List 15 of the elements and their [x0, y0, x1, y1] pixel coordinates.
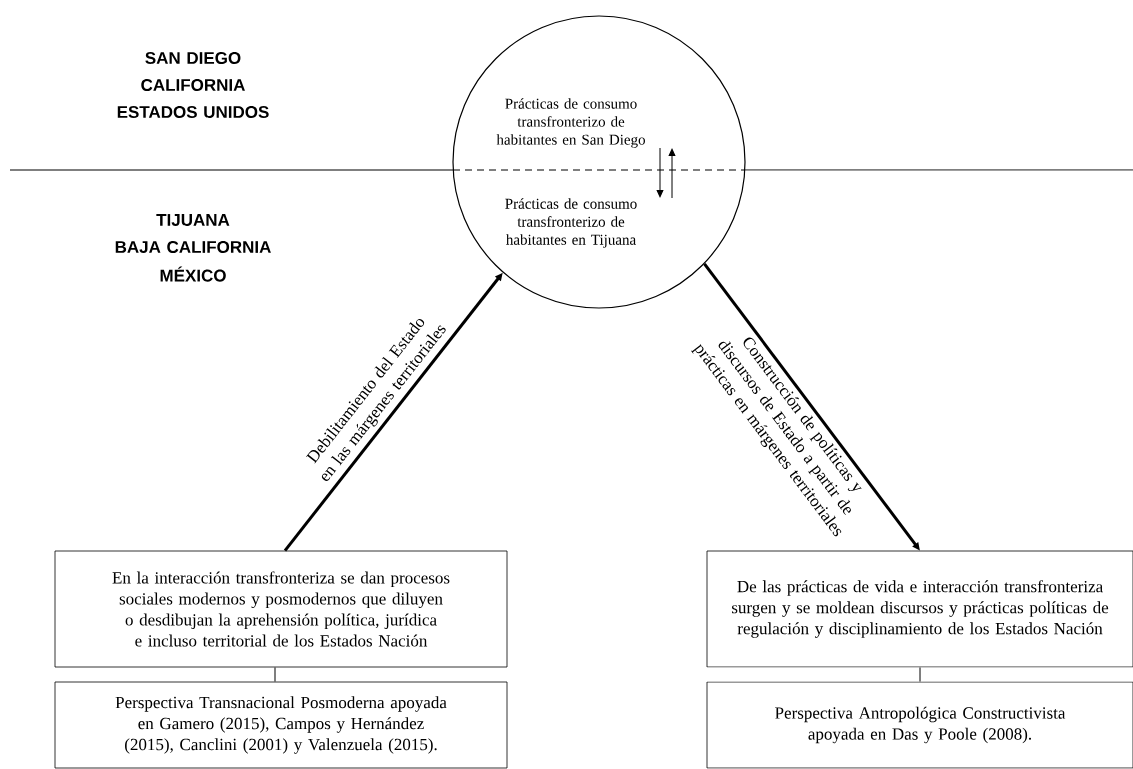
circle-text: Prácticas de consumo transfronterizo de habitantes en San Diego	[496, 98, 645, 148]
text-box: Perspectiva Antropológica Constructivista apoyada en Das y Poole (2008).	[706, 681, 1133, 769]
region-label: ESTADOS UNIDOS	[117, 106, 269, 119]
region-label: TIJUANA	[156, 214, 230, 226]
arrow	[668, 148, 676, 199]
text-box: En la interacción transfronteriza se dan procesos sociales modernos y posmodernos que diluyen o desdibujan la aprehensión política, jurídica e incluso territorial de los Estados Nación	[54, 550, 508, 668]
region-label: MÉXICO	[160, 266, 226, 282]
region-label: BAJA CALIFORNIA	[115, 241, 271, 254]
text-box: Perspectiva Transnacional Posmoderna apoyada en Gamero (2015), Campos y Hernández (2015), Canclini (2001) y Valenzuela (2015).	[54, 681, 508, 769]
region-label: SAN DIEGO	[145, 52, 241, 65]
circle-text: Prácticas de consumo transfronterizo de habitantes en Tijuana	[505, 198, 637, 248]
region-label: CALIFORNIA	[141, 79, 245, 92]
circle	[452, 15, 746, 309]
arrow	[656, 147, 664, 198]
text-box: De las prácticas de vida e interacción transfronteriza surgen y se moldean discursos y prácticas políticas de regulación y disciplinamiento de los Estados Nación	[706, 550, 1133, 668]
